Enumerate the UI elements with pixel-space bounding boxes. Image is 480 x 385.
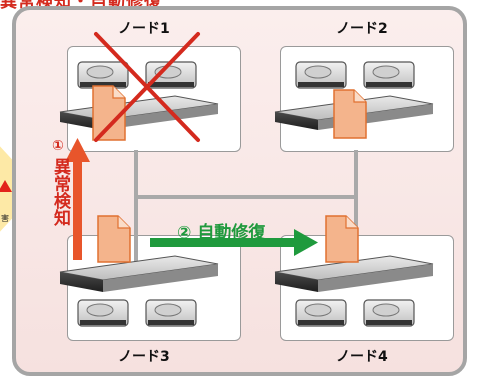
node2-disk-b xyxy=(363,61,415,89)
node3-server xyxy=(59,215,219,327)
node4-label: ノード4 xyxy=(336,349,388,365)
step2-label: ② 自動修復 xyxy=(177,218,265,243)
alert-tag-text: 害 xyxy=(1,214,9,223)
warning-icon xyxy=(0,180,12,192)
node3-file-icon xyxy=(97,215,131,263)
node2-server xyxy=(274,61,434,139)
node1-disk-b xyxy=(145,61,197,89)
node4-file-icon xyxy=(325,215,359,263)
node4-disk-a xyxy=(295,299,347,327)
step2-text: 自動修復 xyxy=(197,223,266,243)
node2-label: ノード2 xyxy=(336,21,388,37)
step2-number: ② xyxy=(177,223,192,243)
node3-disk-b xyxy=(145,299,197,327)
detect-arrow xyxy=(65,138,90,260)
node1-file-icon xyxy=(92,85,126,141)
step1-number: ① xyxy=(52,138,64,154)
step1-label: 異常検知 xyxy=(50,158,70,226)
node2-disk-a xyxy=(295,61,347,89)
repair-arrow xyxy=(150,229,318,256)
node1-label: ノード1 xyxy=(118,21,170,37)
node1-disk-a xyxy=(77,61,129,89)
node3-label: ノード3 xyxy=(118,349,170,365)
node4-server xyxy=(274,215,434,327)
node2-file-icon xyxy=(333,89,367,139)
node3-disk-a xyxy=(77,299,129,327)
node1-server xyxy=(59,32,219,142)
failure-cross-icon xyxy=(94,32,200,142)
node4-disk-b xyxy=(363,299,415,327)
